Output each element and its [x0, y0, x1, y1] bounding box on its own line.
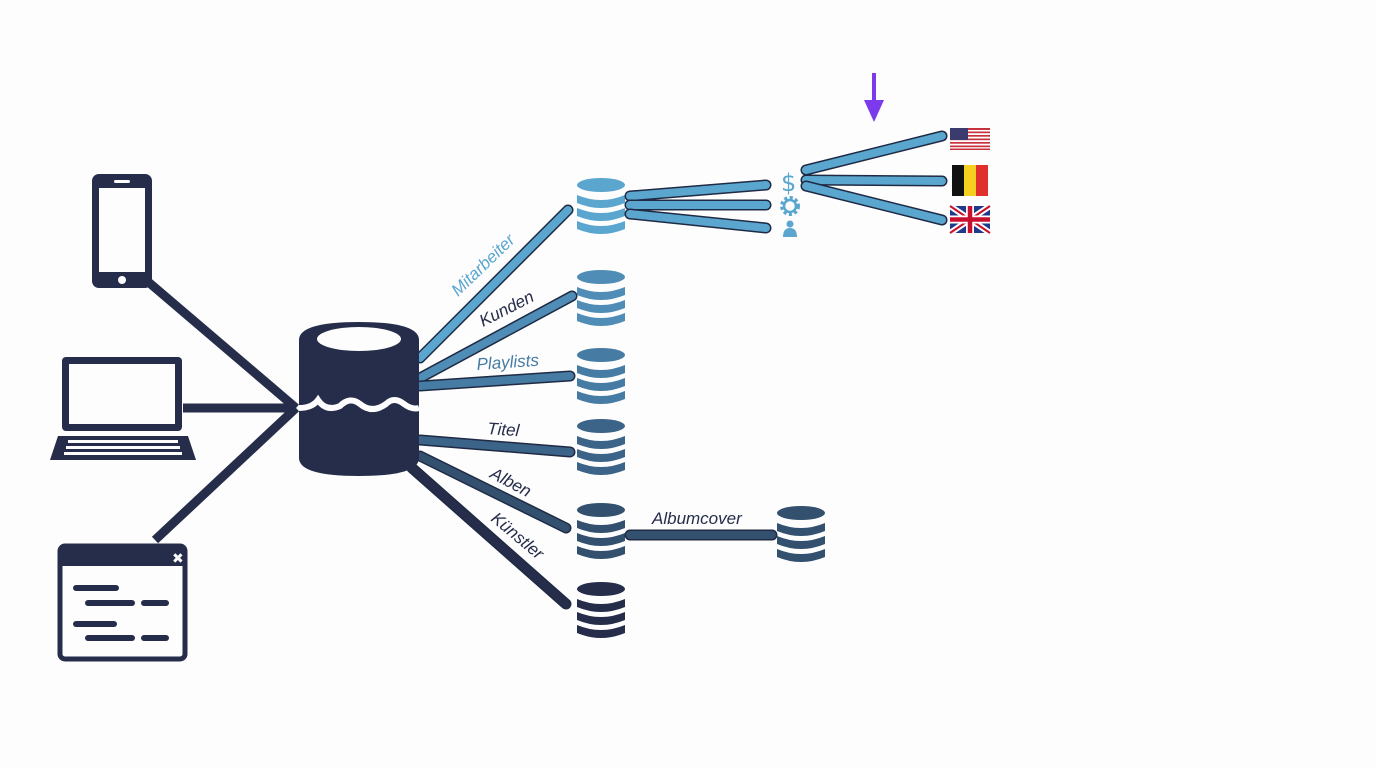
flag-line-us — [802, 132, 946, 174]
dollar-icon: $ — [781, 169, 796, 197]
gear-icon — [780, 196, 800, 216]
database-icon-1 — [577, 270, 625, 326]
branch-label-titel: Titel — [487, 419, 521, 440]
branch-label-albumcover: Albumcover — [651, 509, 743, 528]
central-data-lake-icon — [298, 322, 420, 476]
branch-line-0 — [416, 206, 572, 362]
database-icon-3 — [577, 419, 625, 475]
albumcover-database-icon — [777, 506, 825, 562]
purple-down-arrow-icon — [864, 73, 884, 122]
branch-label-playlists: Playlists — [476, 351, 540, 374]
branch-line-2 — [416, 372, 574, 390]
database-icon-5 — [577, 582, 625, 638]
database-icon-2 — [577, 348, 625, 404]
window-connector — [151, 404, 300, 544]
belgium-flag-icon — [952, 165, 988, 196]
device-connectors — [143, 276, 300, 544]
us-flag-icon — [950, 128, 990, 150]
flag-line-be — [802, 176, 946, 185]
database-icon-0 — [577, 178, 625, 234]
phone-connector — [143, 276, 299, 412]
employee-line-2 — [626, 210, 770, 232]
close-icon: ✖ — [172, 551, 184, 567]
branch-line-5 — [408, 464, 570, 608]
smartphone-icon — [92, 174, 152, 288]
branch-line-4 — [416, 452, 570, 532]
application-window-icon: ✖ — [57, 543, 188, 662]
person-icon — [783, 220, 797, 237]
uk-flag-icon — [948, 203, 992, 236]
flag-line-uk — [802, 182, 946, 224]
database-icon-4 — [577, 503, 625, 559]
branch-line-3 — [416, 436, 574, 456]
branch-line-1 — [416, 292, 576, 382]
employee-line-0 — [626, 181, 770, 200]
laptop-icon — [50, 357, 196, 460]
